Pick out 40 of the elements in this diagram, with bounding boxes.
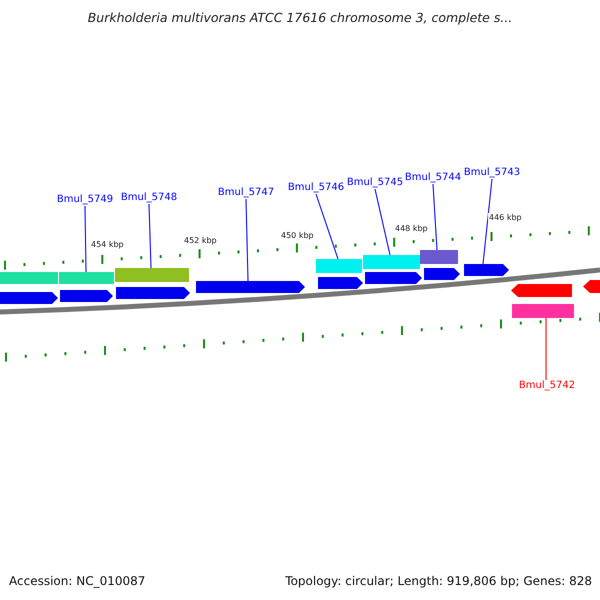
feature-bar	[115, 268, 189, 282]
gene-label: Bmul_5742	[518, 380, 576, 392]
feature-bar	[420, 250, 458, 264]
map-title: Burkholderia multivorans ATCC 17616 chromosome 3, complete s...	[88, 10, 512, 25]
leader-line	[374, 188, 390, 256]
gene-label: Bmul_5749	[56, 194, 114, 206]
feature-bar	[512, 304, 574, 318]
gene-label: Bmul_5746	[288, 182, 344, 194]
leader-line	[482, 178, 492, 264]
leader-line	[148, 204, 152, 268]
leader-line	[432, 184, 438, 250]
feature-bar	[316, 259, 362, 273]
gene-feature	[318, 277, 363, 289]
scale-label: 446 kbp	[488, 213, 523, 222]
feature-bar	[59, 272, 114, 284]
gene-label: Bmul_5744	[404, 172, 462, 184]
gene-feature	[60, 290, 113, 302]
gene-label: Bmul_5745	[346, 177, 404, 189]
gene-feature	[365, 272, 422, 284]
scale-label: 454 kbp	[90, 240, 125, 249]
leader-line	[84, 206, 86, 272]
gene-feature	[424, 268, 460, 280]
leader-line	[246, 198, 248, 282]
gene-feature	[511, 284, 572, 297]
accession-text: Accession: NC_010087	[9, 574, 146, 588]
feature-bar	[0, 272, 58, 284]
gene-label: Bmul_5748	[120, 192, 178, 204]
summary-text: Topology: circular; Length: 919,806 bp; Genes: 828	[285, 574, 592, 588]
scale-label: 448 kbp	[394, 224, 429, 233]
feature-bar	[363, 255, 420, 269]
gene-feature	[583, 280, 600, 293]
gene-feature	[0, 292, 58, 304]
gene-label: Bmul_5743	[464, 167, 520, 179]
gene-feature	[116, 287, 190, 299]
scale-label: 452 kbp	[183, 236, 218, 245]
gene-feature	[196, 281, 305, 293]
gene-label: Bmul_5747	[218, 187, 274, 199]
gene-feature	[464, 264, 509, 276]
scale-label: 450 kbp	[280, 231, 315, 240]
leader-line	[316, 194, 338, 260]
